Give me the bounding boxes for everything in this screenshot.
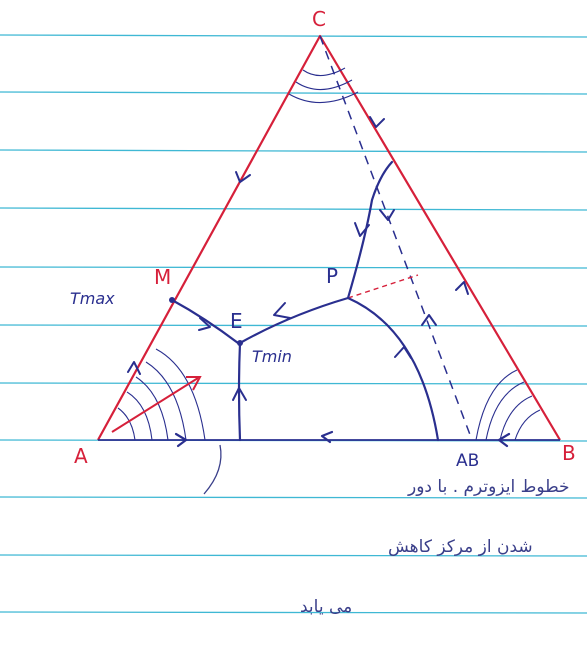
isotherm-arcs-c (288, 67, 359, 104)
compound-ab-label: AB (456, 451, 479, 471)
point-p-label: P (326, 264, 338, 288)
dashed-join-c-ab (319, 35, 473, 441)
isotherm-note: خطوط ایزوترم . با دور شدن از مرکز کاهش م… (300, 477, 570, 617)
vertex-c-label: C (312, 7, 326, 31)
dashed-red-helper (347, 274, 419, 299)
note-pointer (203, 444, 222, 495)
tmin-label: Tmin (252, 347, 292, 366)
note-line-1: خطوط ایزوترم . با دور (407, 477, 570, 497)
arrowheads (127, 116, 511, 448)
boundary-curves (170, 160, 440, 442)
point-m-label: M (154, 265, 171, 289)
point-e-label: E (230, 309, 243, 333)
isotherm-arcs-a (117, 348, 206, 441)
vertex-b-label: B (562, 441, 576, 465)
note-line-2: شدن از مرکز کاهش (388, 537, 533, 557)
ruled-lines (0, 34, 587, 614)
point-e-dot (237, 340, 243, 346)
isotherm-arcs-b (475, 369, 541, 441)
note-line-3: می یابد (300, 597, 352, 617)
point-m-dot (169, 297, 175, 303)
triangle (97, 34, 561, 441)
tmax-label: Tmax (70, 289, 115, 308)
direction-arrow (111, 376, 202, 433)
vertex-a-label: A (74, 444, 88, 468)
